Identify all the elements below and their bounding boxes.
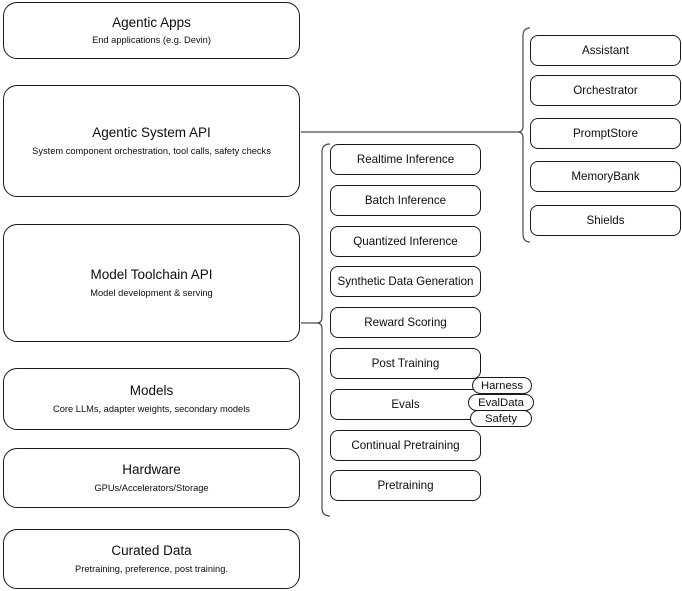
- agentic-components-bracket: [512, 27, 531, 243]
- layer-curated-data[interactable]: Curated Data Pretraining, preference, po…: [3, 529, 300, 589]
- capability-quantized-inference[interactable]: Quantized Inference: [330, 226, 481, 257]
- evals-subcomponent-harness[interactable]: Harness: [472, 377, 532, 394]
- layer-agentic-system-api[interactable]: Agentic System API System component orch…: [3, 85, 300, 197]
- layer-hardware[interactable]: Hardware GPUs/Accelerators/Storage: [3, 448, 300, 508]
- layer-title: Hardware: [122, 462, 181, 478]
- capability-label: Quantized Inference: [353, 235, 458, 248]
- component-label: Assistant: [581, 44, 630, 57]
- capability-synthetic-data-generation[interactable]: Synthetic Data Generation: [330, 266, 481, 297]
- evals-subcomponent-evaldata[interactable]: EvalData: [468, 394, 534, 411]
- layer-model-toolchain-api[interactable]: Model Toolchain API Model development & …: [3, 224, 300, 342]
- layer-models[interactable]: Models Core LLMs, adapter weights, secon…: [3, 368, 300, 430]
- layer-subtitle: End applications (e.g. Devin): [92, 35, 211, 46]
- capability-label: Evals: [391, 398, 420, 411]
- capability-label: Pretraining: [377, 479, 434, 492]
- layer-subtitle: Core LLMs, adapter weights, secondary mo…: [53, 403, 250, 414]
- toolchain-capabilities-bracket: [313, 143, 331, 517]
- capability-label: Realtime Inference: [356, 153, 455, 166]
- layer-title: Curated Data: [111, 543, 192, 559]
- capability-label: Post Training: [371, 357, 440, 370]
- evals-subcomponent-safety[interactable]: Safety: [470, 410, 532, 427]
- capability-label: Reward Scoring: [364, 316, 447, 329]
- agentic-component-orchestrator[interactable]: Orchestrator: [530, 75, 681, 106]
- layer-title: Models: [129, 383, 174, 399]
- layer-title: Model Toolchain API: [90, 267, 213, 283]
- pill-label: Safety: [484, 412, 518, 425]
- pill-label: EvalData: [478, 396, 524, 409]
- capability-pretraining[interactable]: Pretraining: [330, 470, 481, 501]
- layer-title: Agentic System API: [92, 125, 211, 141]
- component-label: Shields: [586, 214, 625, 227]
- capability-reward-scoring[interactable]: Reward Scoring: [330, 307, 481, 338]
- capability-batch-inference[interactable]: Batch Inference: [330, 185, 481, 216]
- layer-subtitle: GPUs/Accelerators/Storage: [94, 482, 209, 493]
- layer-subtitle: Model development & serving: [90, 287, 213, 298]
- layer-title: Agentic Apps: [112, 14, 191, 30]
- capability-evals[interactable]: Evals: [330, 389, 481, 420]
- agentic-component-assistant[interactable]: Assistant: [530, 35, 681, 66]
- capability-realtime-inference[interactable]: Realtime Inference: [330, 144, 481, 175]
- capability-continual-pretraining[interactable]: Continual Pretraining: [330, 430, 481, 461]
- component-label: PromptStore: [572, 127, 639, 140]
- capability-label: Synthetic Data Generation: [337, 275, 474, 288]
- capability-post-training[interactable]: Post Training: [330, 348, 481, 379]
- agentic-component-promptstore[interactable]: PromptStore: [530, 118, 681, 149]
- capability-label: Continual Pretraining: [351, 439, 460, 452]
- layer-subtitle: System component orchestration, tool cal…: [32, 145, 271, 156]
- agentic-component-memorybank[interactable]: MemoryBank: [530, 161, 681, 192]
- pill-label: Harness: [480, 379, 524, 392]
- capability-label: Batch Inference: [364, 194, 447, 207]
- layer-agentic-apps[interactable]: Agentic Apps End applications (e.g. Devi…: [3, 2, 300, 59]
- component-label: MemoryBank: [571, 170, 640, 183]
- agentic-component-shields[interactable]: Shields: [530, 205, 681, 236]
- layer-subtitle: Pretraining, preference, post training.: [75, 563, 228, 574]
- component-label: Orchestrator: [573, 84, 638, 97]
